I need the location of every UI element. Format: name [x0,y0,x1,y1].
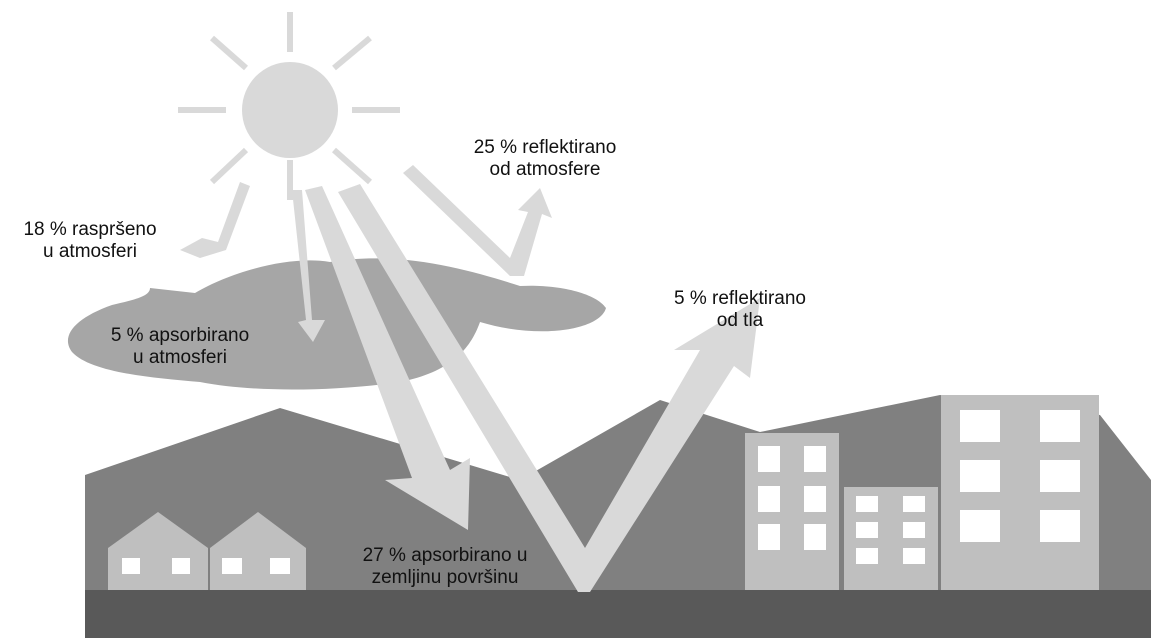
label-reflected-atmosphere-line1: 25 % reflektirano [473,137,617,158]
label-reflected-ground-line2: od tla [716,310,764,331]
ground-strip [85,590,1151,638]
label-reflected-ground: 5 % reflektirano od tla [645,288,835,332]
arrow-scattered [180,182,250,258]
label-reflected-atmosphere: 25 % reflektirano od atmosfere [440,137,650,181]
label-scattered-line2: u atmosferi [43,241,137,262]
label-reflected-ground-line1: 5 % reflektirano [673,288,806,309]
building-left [745,433,839,590]
label-absorbed-atmosphere-line1: 5 % apsorbirano [110,325,250,346]
building-right [941,395,1099,590]
label-absorbed-surface-line2: zemljinu površinu [371,567,519,588]
label-absorbed-atmosphere: 5 % apsorbirano u atmosferi [80,325,280,369]
house-left [108,512,208,590]
label-scattered-line1: 18 % raspršeno [23,219,157,240]
arrow-absorbed-atmosphere [292,190,325,342]
label-absorbed-surface-line1: 27 % apsorbirano u [362,545,528,566]
house-right [210,512,306,590]
label-absorbed-surface: 27 % apsorbirano u zemljinu površinu [325,545,565,589]
arrow-reflected-ground [338,184,760,592]
sun-icon [178,12,400,200]
arrow-absorbed-surface [305,186,470,530]
radiation-arrows [180,165,760,592]
label-scattered: 18 % raspršeno u atmosferi [5,219,175,263]
label-absorbed-atmosphere-line2: u atmosferi [133,347,227,368]
building-middle [844,487,938,590]
arrow-reflected-atmosphere [403,165,552,276]
cloud [67,258,607,390]
label-reflected-atmosphere-line2: od atmosfere [489,159,601,180]
